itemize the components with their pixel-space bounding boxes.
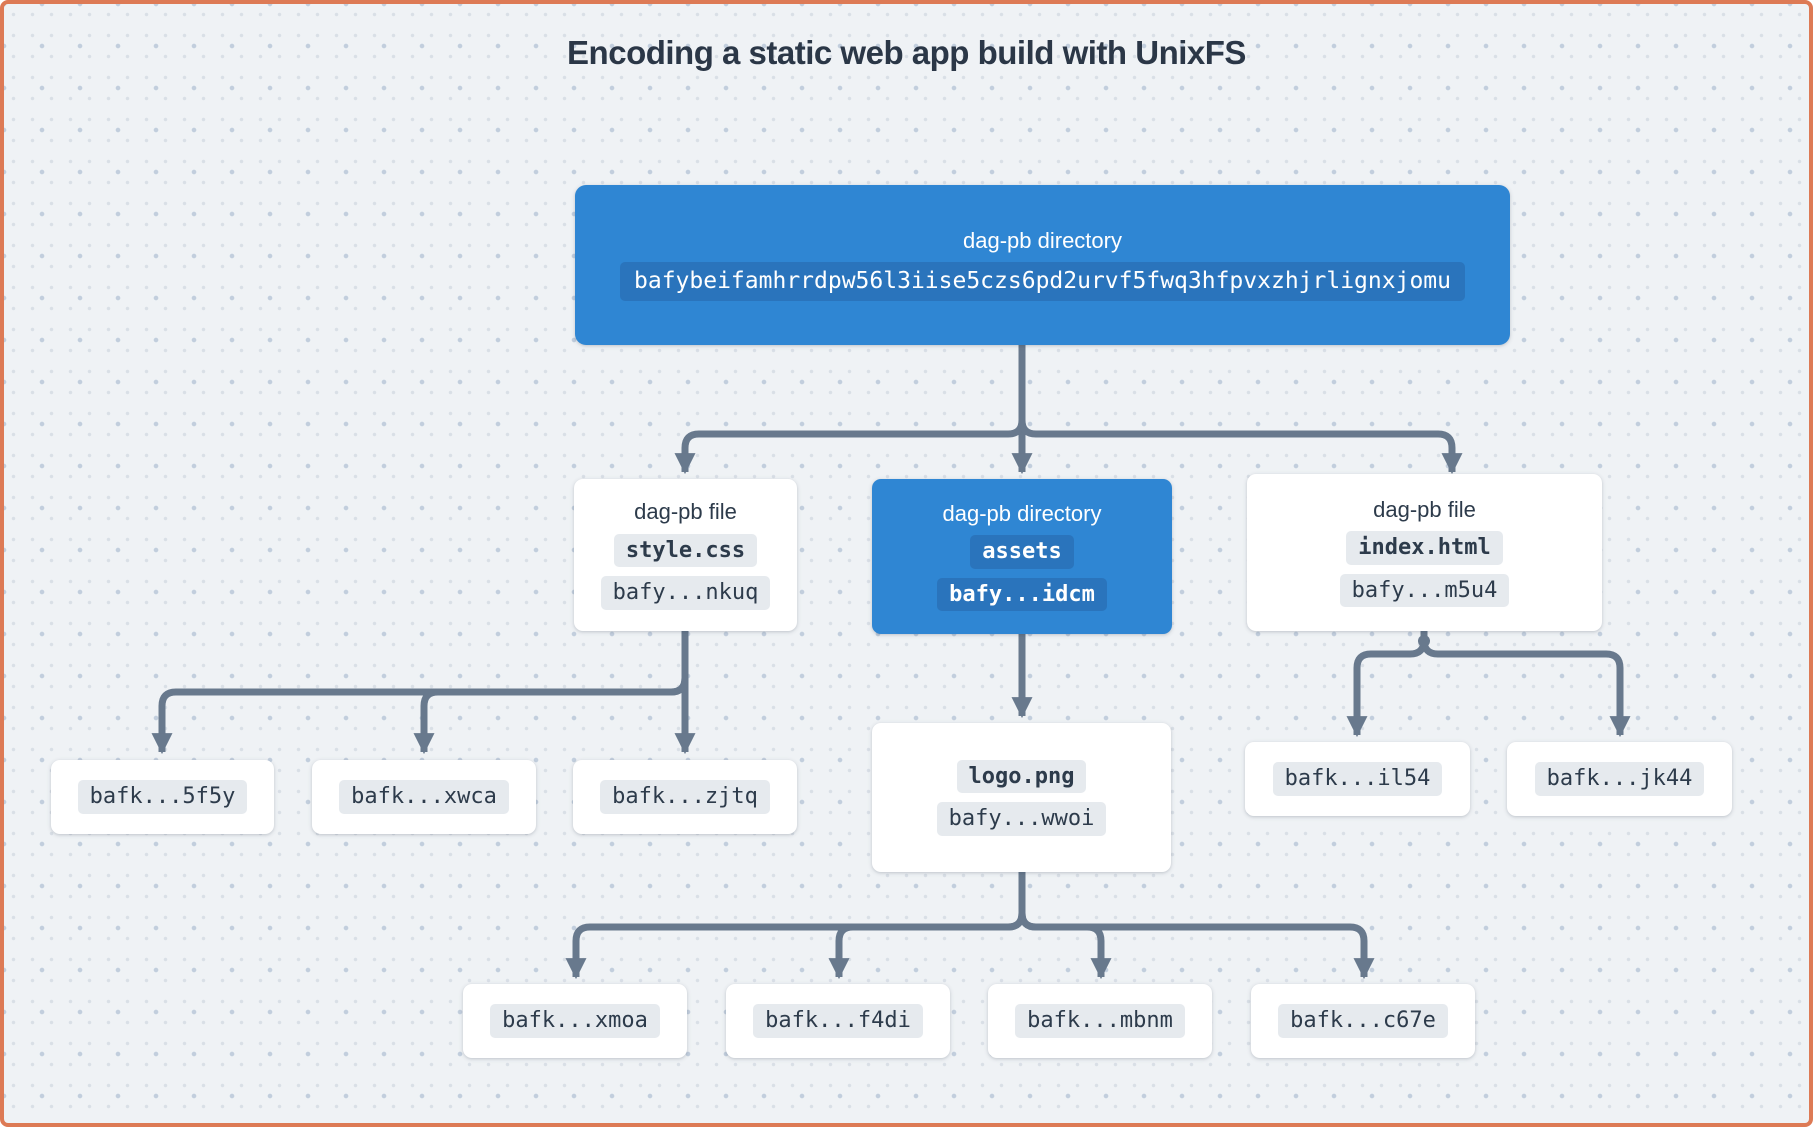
edge-logo-c67e (1018, 872, 1375, 980)
node-leaf-block: bafk...5f5y (51, 760, 274, 834)
node-assets-directory: dag-pb directory assets bafy...idcm (872, 479, 1172, 634)
node-logo-png-file: logo.png bafy...wwoi (872, 723, 1171, 872)
cid-pill: bafy...nkuq (600, 576, 771, 610)
edge-junction-dot (1418, 635, 1430, 647)
cid-pill: bafy...idcm (937, 577, 1107, 612)
node-root-directory: dag-pb directory bafybeifamhrrdpw56l3iis… (575, 185, 1510, 345)
node-style-css-file: dag-pb file style.css bafy...nkuq (574, 479, 797, 631)
cid-pill: bafy...m5u4 (1339, 573, 1510, 608)
edge-style-xwca (413, 631, 689, 755)
cid-pill: bafk...zjtq (600, 780, 770, 814)
node-type-label: dag-pb directory (963, 228, 1122, 254)
cid-pill: bafk...xwca (339, 780, 509, 814)
filename-pill: index.html (1346, 531, 1503, 565)
cid-pill: bafk...c67e (1278, 1004, 1448, 1038)
edge-index-il54 (1346, 631, 1428, 738)
node-leaf-block: bafk...zjtq (573, 760, 797, 834)
cid-pill: bafk...mbnm (1015, 1004, 1185, 1038)
node-leaf-block: bafk...xwca (312, 760, 536, 834)
filename-pill: style.css (613, 533, 758, 568)
node-type-label: dag-pb directory (942, 500, 1102, 526)
cid-pill: bafk...5f5y (77, 780, 248, 814)
edge-root-style (674, 345, 1026, 475)
node-index-html-file: dag-pb file index.html bafy...m5u4 (1247, 474, 1602, 631)
node-leaf-block: bafk...c67e (1251, 984, 1475, 1058)
filename-pill: logo.png (956, 759, 1087, 793)
cid-pill: bafk...jk44 (1534, 762, 1705, 796)
edge-root-index (1018, 345, 1463, 475)
cid-pill: bafy...wwoi (936, 802, 1107, 836)
dirname-pill: assets (970, 535, 1074, 569)
cid-pill: bafk...f4di (753, 1004, 923, 1038)
node-type-label: dag-pb file (1373, 496, 1476, 522)
node-leaf-block: bafk...jk44 (1507, 742, 1732, 816)
edge-index-jk44 (1420, 631, 1631, 738)
cid-pill: bafk...il54 (1272, 762, 1443, 796)
cid-pill: bafk...xmoa (490, 1004, 660, 1038)
edge-logo-f4di (828, 872, 1026, 980)
node-leaf-block: bafk...f4di (726, 984, 950, 1058)
connector-layer (151, 345, 1631, 980)
node-type-label: dag-pb file (634, 499, 737, 525)
cid-pill: bafybeifamhrrdpw56l3iise5czs6pd2urvf5fwq… (620, 262, 1465, 301)
node-leaf-block: bafk...il54 (1245, 742, 1470, 816)
node-leaf-block: bafk...xmoa (463, 984, 687, 1058)
diagram-title: Encoding a static web app build with Uni… (567, 34, 1246, 71)
node-leaf-block: bafk...mbnm (988, 984, 1212, 1058)
